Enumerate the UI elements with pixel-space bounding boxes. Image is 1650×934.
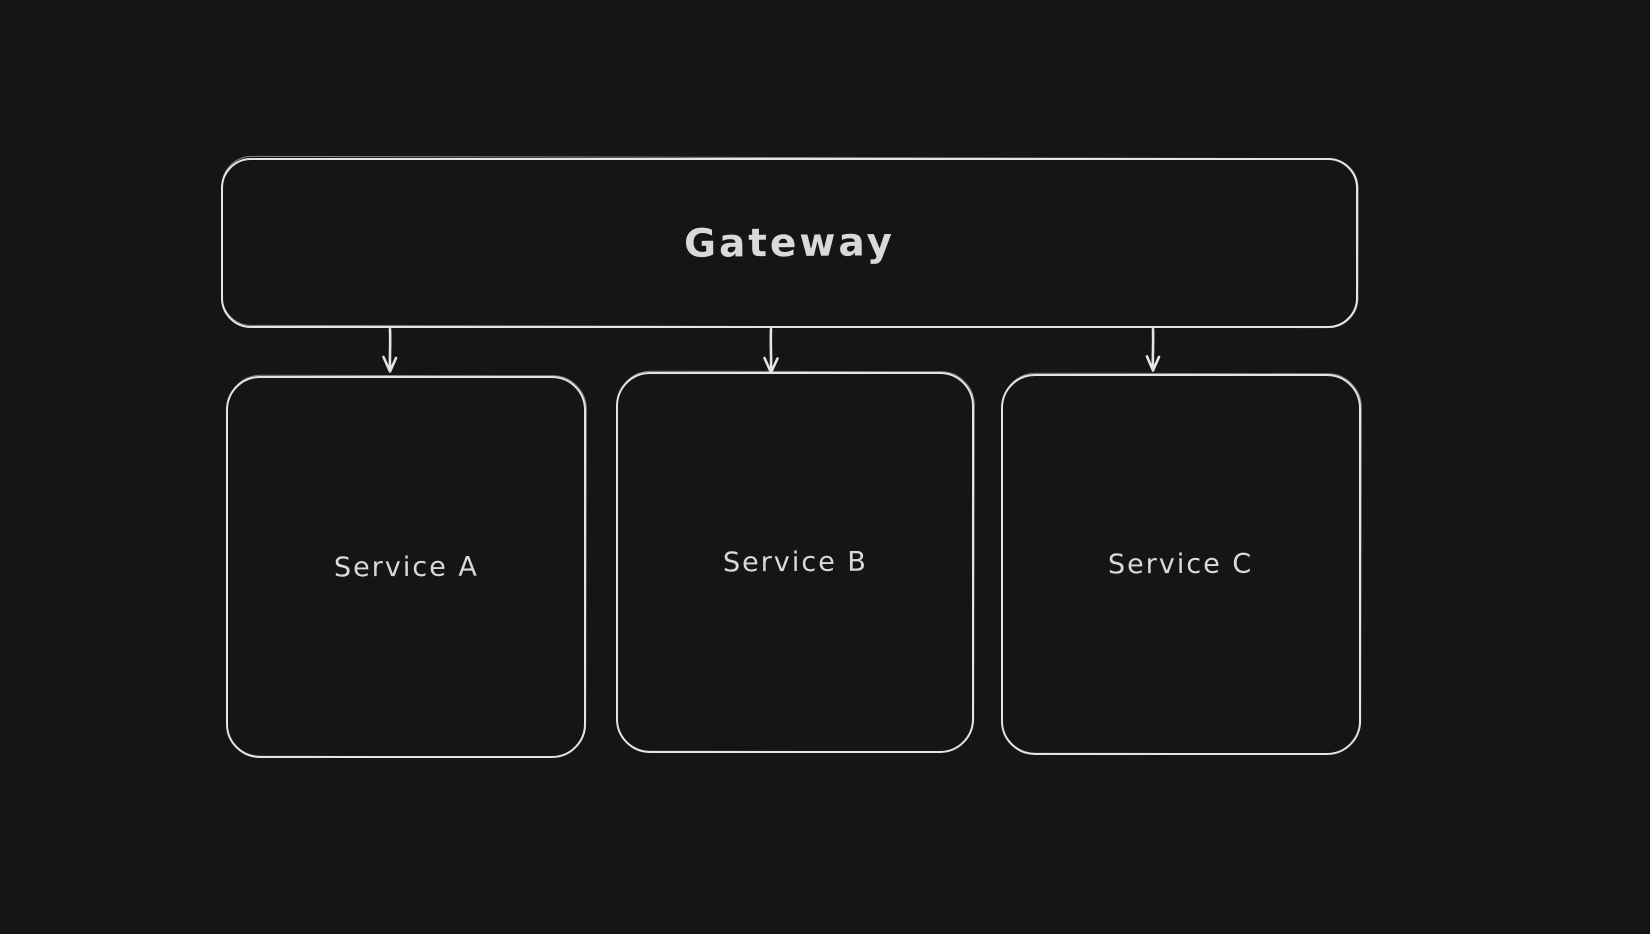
service-a-label: Service A: [333, 551, 479, 583]
arrow-head-icon: [1145, 355, 1161, 372]
arrow-gateway-to-service-a: [382, 327, 398, 373]
service-b-label: Service B: [722, 546, 868, 579]
service-b-node: Service B: [616, 372, 974, 753]
gateway-label: Gateway: [683, 219, 896, 267]
arrow-gateway-to-service-b: [763, 327, 779, 374]
gateway-node: Gateway: [221, 158, 1358, 328]
arrow-head-icon: [382, 355, 398, 373]
service-a-node: Service A: [226, 376, 586, 758]
service-c-label: Service C: [1108, 548, 1254, 581]
arrow-gateway-to-service-c: [1145, 327, 1161, 372]
service-c-node: Service C: [1001, 374, 1361, 755]
